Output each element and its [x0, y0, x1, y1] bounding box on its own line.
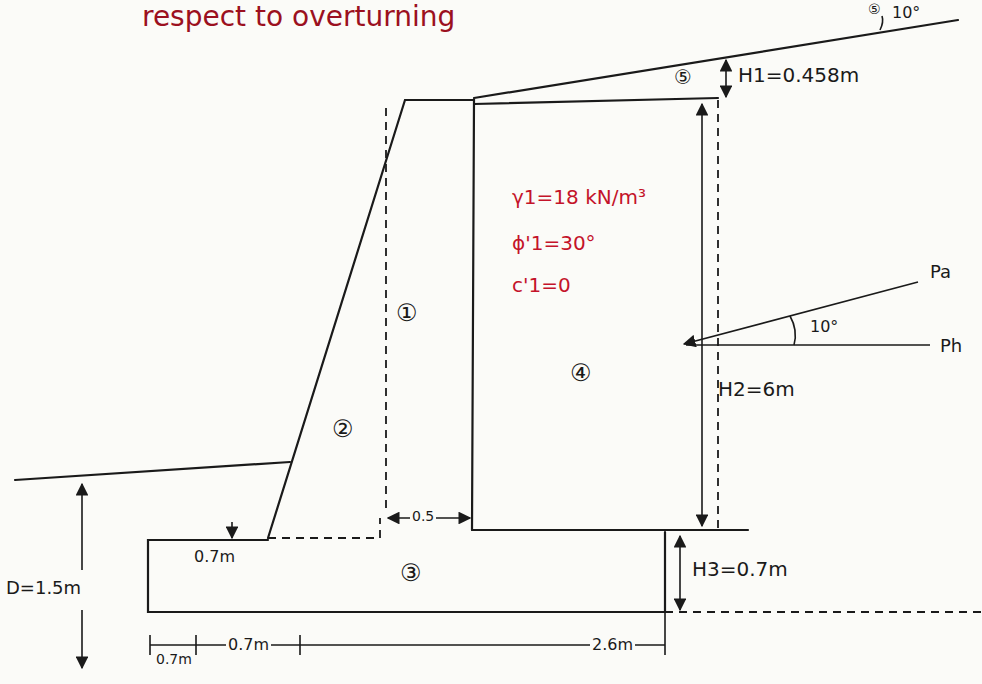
- callout-number: ⑤: [866, 2, 883, 17]
- region-5-base: [474, 98, 718, 104]
- h1-dimension: [725, 60, 727, 97]
- dimension-label: 2.6m: [590, 636, 635, 654]
- angle-label: 10°: [890, 4, 922, 22]
- backfill-slope: [474, 20, 958, 98]
- angle-label: 10°: [808, 318, 840, 336]
- toe-dashed: [268, 518, 380, 538]
- dimension-label: 0.5: [410, 509, 436, 524]
- dimension-label: 0.7m: [226, 636, 271, 654]
- pa-arrow: [684, 282, 918, 344]
- h2-dimension: [701, 104, 703, 526]
- force-label: Pa: [928, 262, 953, 282]
- stem-split-dashed: [385, 108, 387, 512]
- callout-number: ④: [568, 360, 594, 386]
- dimension-label: 0.7m: [192, 548, 237, 566]
- angle-arc: [790, 316, 795, 345]
- soil-property: ϕ'1=30°: [510, 232, 598, 254]
- callout-number: ⑤: [672, 66, 694, 88]
- ground-line: [15, 462, 290, 480]
- toe-arrow: [231, 522, 233, 538]
- base-slab: [148, 532, 665, 612]
- ph-line: [686, 344, 930, 346]
- callout-number: ①: [394, 300, 420, 326]
- note-text: respect to overturning: [140, 2, 457, 33]
- dimension-label: H1=0.458m: [736, 64, 861, 86]
- slope-angle-arc: [880, 16, 883, 30]
- stem-outline: [268, 100, 474, 538]
- h3-dimension: [679, 536, 681, 610]
- soil-property: γ1=18 kN/m³: [510, 186, 648, 208]
- heel-top: [472, 529, 748, 531]
- callout-number: ③: [398, 560, 424, 586]
- heel-end-dashed: [717, 100, 719, 528]
- d-dimension-bottom: [81, 610, 83, 668]
- dimension-label: H3=0.7m: [690, 558, 790, 580]
- dimension-label: D=1.5m: [4, 578, 83, 598]
- dimension-label: H2=6m: [716, 378, 797, 400]
- soil-property: c'1=0: [510, 274, 573, 296]
- dimension-ticks: [150, 612, 665, 655]
- callout-number: ②: [330, 416, 356, 442]
- d-dimension-top: [81, 484, 83, 570]
- force-label: Ph: [938, 336, 964, 356]
- base-level-dashed: [665, 611, 982, 613]
- dimension-label: 0.7m: [154, 652, 194, 667]
